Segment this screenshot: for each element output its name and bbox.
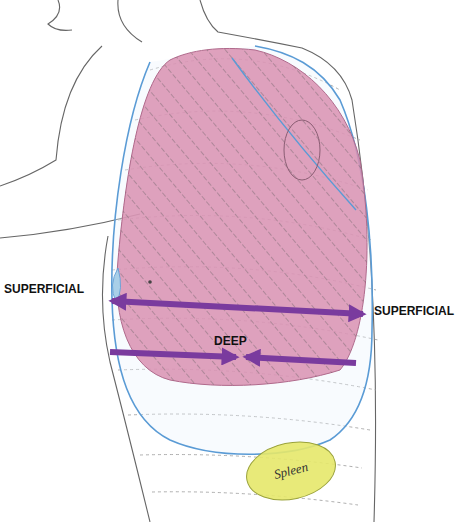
organ-outline — [284, 120, 320, 180]
lung-hatching — [117, 48, 367, 385]
lung-fissure — [232, 58, 356, 210]
pleura-outline — [112, 46, 372, 454]
lung-shape — [117, 48, 367, 385]
lung-dot — [148, 280, 152, 284]
organ-name: Spleen — [238, 430, 344, 513]
superficial-arrow — [112, 301, 363, 314]
spleen-organ: Spleen — [244, 440, 338, 502]
pleura-patch — [112, 268, 120, 302]
depth-label: SUPERFICIAL — [4, 282, 84, 296]
depth-label: DEEP — [214, 334, 247, 348]
body-outline — [0, 0, 376, 522]
deep-arrow — [246, 357, 356, 363]
depth-label: SUPERFICIAL — [374, 304, 454, 318]
deep-arrow — [110, 352, 236, 357]
